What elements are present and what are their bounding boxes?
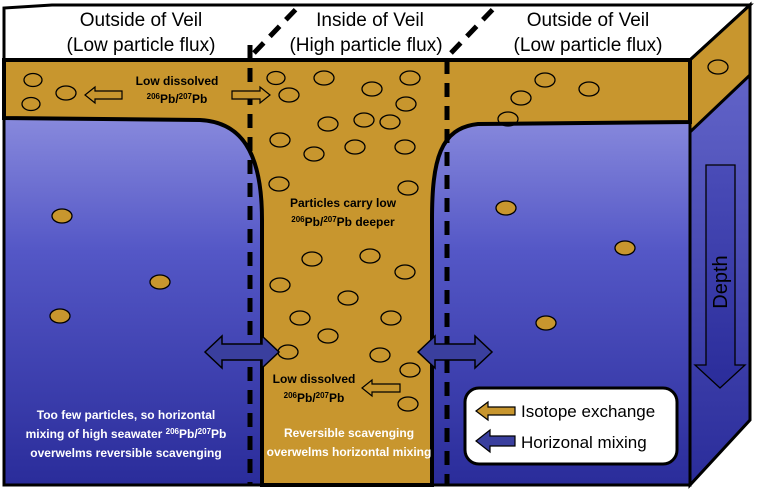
center-note-line1: Reversible scavenging	[284, 426, 414, 440]
particles-label-line1: Particles carry low	[290, 196, 397, 210]
depth-label: Depth	[710, 255, 732, 308]
isotope-exchange-arrow-surface-right	[231, 85, 271, 105]
header-center-subtitle: (High particle flux)	[289, 35, 442, 56]
depth-arrow	[693, 164, 747, 389]
particle-veil	[2, 58, 692, 487]
surface-label-line1: Low dissolved	[136, 74, 219, 88]
veil-boundary-top-right	[449, 3, 499, 55]
legend-isotope-exchange-arrow	[475, 400, 516, 422]
header-right-subtitle: (Low particle flux)	[514, 35, 663, 56]
left-note-line1: Too few particles, so horizontal	[37, 408, 215, 422]
veil-boundary-top-left	[252, 3, 302, 55]
deep-label-line1: Low dissolved	[273, 372, 356, 386]
surface-label-line2: 206Pb/207Pb	[147, 92, 208, 106]
header-right-title: Outside of Veil	[527, 10, 650, 31]
header-left-subtitle: (Low particle flux)	[67, 35, 216, 56]
horizontal-mixing-arrow-right	[416, 334, 494, 370]
open-water-particles	[49, 200, 636, 331]
deep-label-line2: 206Pb/207Pb	[284, 391, 345, 405]
header-center-title: Inside of Veil	[316, 10, 424, 31]
legend-horizontal-mixing-arrow	[475, 428, 516, 454]
isotope-exchange-arrow-deep	[361, 378, 401, 398]
center-note-line2: overwelms horizontal mixing	[267, 445, 432, 459]
particles-label-line2: 206Pb/207Pb deeper	[291, 215, 395, 229]
legend: Isotope exchange Horizonal mixing	[463, 386, 679, 466]
legend-horizontal-mixing-label: Horizonal mixing	[521, 433, 647, 452]
isotope-exchange-arrow-surface-left	[84, 85, 123, 105]
legend-isotope-exchange-label: Isotope exchange	[521, 402, 655, 421]
veil-particles	[268, 112, 421, 412]
header-left-title: Outside of Veil	[80, 10, 203, 31]
left-note-line3: overwelms reversible scavenging	[30, 446, 221, 460]
left-note-line2: mixing of high seawater 206Pb/207Pb	[26, 427, 227, 441]
horizontal-mixing-arrow-left	[203, 334, 281, 370]
surface-particles	[21, 59, 729, 127]
